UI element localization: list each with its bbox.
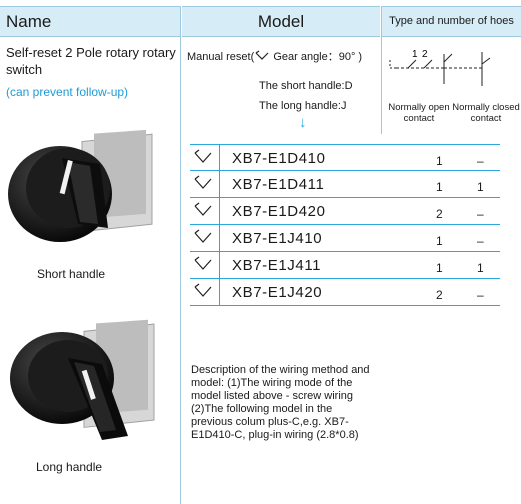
header-name-cell: Name — [0, 6, 180, 37]
row-divider — [219, 279, 220, 306]
model-row: XB7-E1J410 1 – — [190, 225, 500, 252]
normally-open-label: Normally open contact — [388, 102, 450, 124]
header-model-cell: Model — [182, 6, 380, 37]
schematic-pos1: 1 — [412, 49, 418, 60]
model-code: XB7-E1J411 — [232, 257, 322, 274]
nc-count: 1 — [477, 261, 484, 275]
reset-symbol-icon — [194, 149, 212, 163]
product-description: Self-reset 2 Pole rotary rotary switch — [6, 45, 176, 77]
header-name: Name — [6, 12, 52, 31]
model-row: XB7-E1J420 2 – — [190, 279, 500, 306]
contact-schematic-diagram: 1 2 — [389, 49, 491, 86]
manual-reset-suffix: Gear angle：90° ) — [270, 51, 363, 63]
nc-count: – — [477, 234, 484, 248]
model-code: XB7-E1J420 — [232, 284, 323, 301]
model-row: XB7-E1D410 1 – — [190, 144, 500, 172]
model-code: XB7-E1J410 — [232, 230, 323, 247]
reset-symbol-icon — [194, 175, 212, 189]
row-divider — [219, 145, 220, 172]
manual-reset-line: Manual reset( Gear angle：90° ) — [187, 48, 362, 64]
reset-symbol-icon — [194, 283, 212, 297]
wiring-description: Description of the wiring method and mod… — [191, 364, 370, 441]
no-count: 1 — [436, 154, 443, 168]
header-type-cell: Type and number of hoes — [382, 6, 521, 37]
model-row: XB7-E1D411 1 1 — [190, 171, 500, 198]
header-type: Type and number of hoes — [389, 15, 514, 27]
long-handle-switch-image — [10, 319, 155, 440]
nc-count: – — [477, 207, 484, 221]
nc-count: 1 — [477, 180, 484, 194]
header-model: Model — [257, 12, 305, 31]
short-handle-caption: Short handle — [37, 267, 106, 281]
no-count: 1 — [436, 180, 443, 194]
short-handle-code-label: The short handle:D — [259, 80, 353, 92]
long-handle-code-label: The long handle:J — [259, 100, 347, 112]
row-divider — [219, 171, 220, 198]
normally-closed-label: Normally closed contact — [452, 102, 520, 124]
column-divider-right — [381, 6, 382, 134]
model-row: XB7-E1J411 1 1 — [190, 252, 500, 279]
reset-symbol-icon — [194, 229, 212, 243]
product-note: (can prevent follow-up) — [6, 85, 129, 99]
model-code: XB7-E1D420 — [232, 203, 326, 220]
nc-count: – — [477, 288, 484, 302]
no-count: 2 — [436, 207, 443, 221]
model-row: XB7-E1D420 2 – — [190, 198, 500, 225]
nc-count: – — [477, 154, 484, 168]
schematic-pos2: 2 — [422, 49, 428, 60]
short-handle-switch-image — [8, 129, 153, 242]
reset-angle-icon — [255, 50, 269, 60]
no-count: 1 — [436, 261, 443, 275]
model-code: XB7-E1D410 — [232, 150, 326, 167]
row-divider — [219, 225, 220, 252]
long-handle-caption: Long handle — [36, 460, 103, 474]
row-divider — [219, 252, 220, 279]
reset-symbol-icon — [194, 256, 212, 270]
manual-reset-prefix: Manual reset( — [187, 51, 255, 63]
column-divider-left — [180, 6, 181, 504]
row-divider — [219, 198, 220, 225]
down-arrow-icon: ↓ — [299, 114, 307, 131]
reset-symbol-icon — [194, 202, 212, 216]
no-count: 2 — [436, 288, 443, 302]
model-code: XB7-E1D411 — [232, 176, 325, 193]
no-count: 1 — [436, 234, 443, 248]
